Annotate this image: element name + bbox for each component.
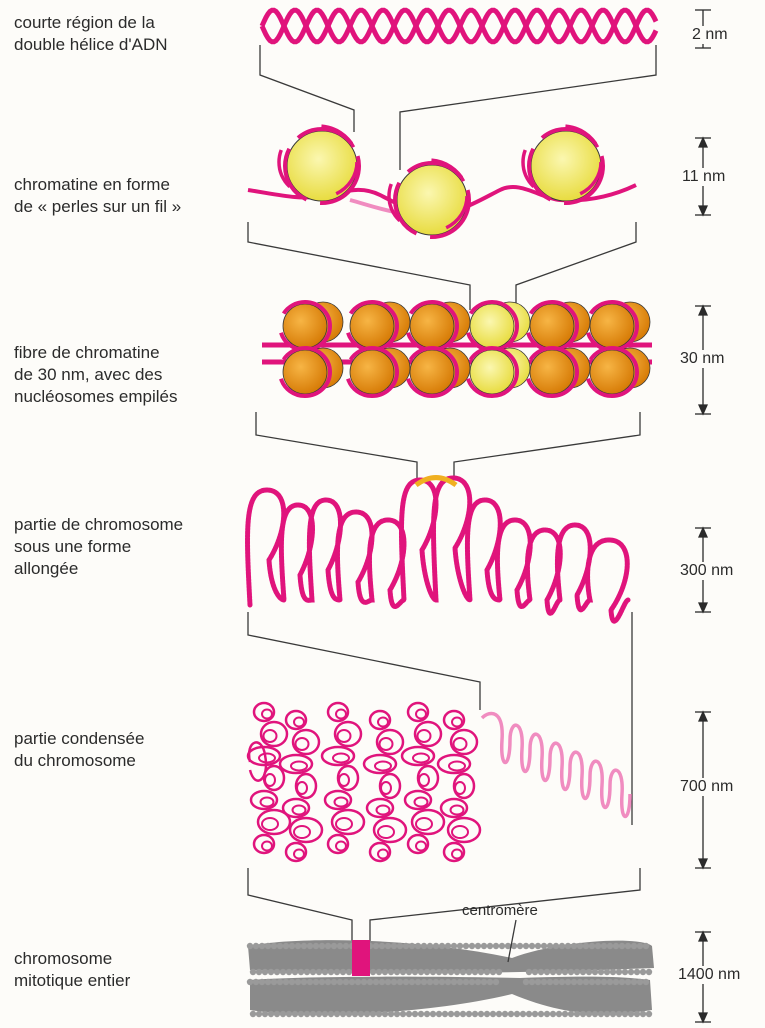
label-line: de « perles sur un fil » <box>14 196 181 218</box>
coiled-loop-column <box>438 711 480 861</box>
condensed-chromosome-section <box>248 703 630 861</box>
label-line: allongée <box>14 558 183 580</box>
coiled-loop-column <box>364 711 406 861</box>
scale-label-2nm: 2 nm <box>690 26 730 44</box>
label-condensed-section: partie condensée du chromosome <box>14 728 144 772</box>
nucleosome <box>347 348 410 396</box>
unfolded-loops <box>482 713 630 816</box>
dna-double-helix <box>262 10 656 42</box>
nucleosome <box>467 348 530 396</box>
label-line: fibre de chromatine <box>14 342 177 364</box>
highlighted-region <box>352 940 370 976</box>
scale-label-11nm: 11 nm <box>680 168 727 186</box>
nucleosome <box>407 348 470 396</box>
label-line: mitotique entier <box>14 970 130 992</box>
label-line: double hélice d'ADN <box>14 34 168 56</box>
beads-on-a-string <box>248 126 636 237</box>
coiled-loop-column <box>322 703 364 853</box>
label-line: nucléosomes empilés <box>14 386 177 408</box>
label-line: de 30 nm, avec des <box>14 364 177 386</box>
30nm-chromatin-fibre <box>262 302 652 396</box>
centromere-label: centromère <box>462 902 538 919</box>
nucleosome <box>587 348 650 396</box>
label-line: courte région de la <box>14 12 168 34</box>
label-beads-on-string: chromatine en forme de « perles sur un f… <box>14 174 181 218</box>
label-line: du chromosome <box>14 750 144 772</box>
label-line: partie de chromosome <box>14 514 183 536</box>
nucleosome <box>280 348 343 396</box>
extended-chromosome-loops <box>248 478 628 622</box>
label-line: sous une forme <box>14 536 183 558</box>
nucleosome <box>279 126 359 203</box>
connector-lines-3 <box>256 412 640 480</box>
label-line: partie condensée <box>14 728 144 750</box>
coiled-loop-column <box>402 703 444 853</box>
label-30nm-fibre: fibre de chromatine de 30 nm, avec des n… <box>14 342 177 408</box>
label-line: chromatine en forme <box>14 174 181 196</box>
scale-label-700nm: 700 nm <box>678 778 735 796</box>
nucleosome <box>527 348 590 396</box>
connector-lines-5 <box>248 868 640 942</box>
scale-label-1400nm: 1400 nm <box>676 966 742 984</box>
label-dna-helix: courte région de la double hélice d'ADN <box>14 12 168 56</box>
label-mitotic-chromosome: chromosome mitotique entier <box>14 948 130 992</box>
scale-label-30nm: 30 nm <box>678 350 726 368</box>
label-line: chromosome <box>14 948 130 970</box>
mitotic-chromosome <box>247 920 654 1017</box>
scale-label-300nm: 300 nm <box>678 562 735 580</box>
scale-bars <box>695 10 711 1022</box>
centromere-pointer <box>508 920 516 962</box>
label-extended-chromosome: partie de chromosome sous une forme allo… <box>14 514 183 580</box>
nucleosome <box>389 160 469 237</box>
